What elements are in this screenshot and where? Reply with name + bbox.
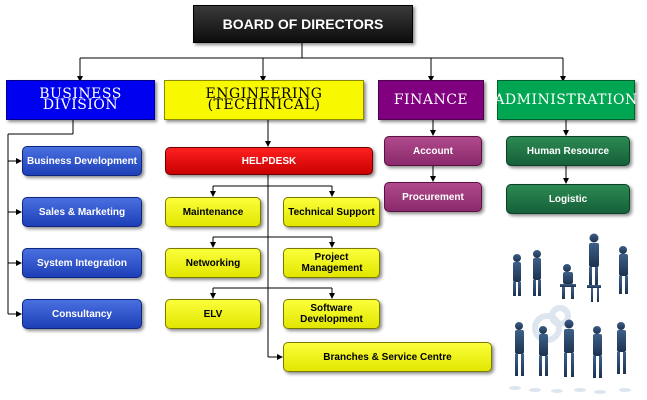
helpdesk-label: HELPDESK [241,155,297,167]
branches-service-centre-node: Branches & Service Centre [283,342,492,372]
maintenance-node: Maintenance [165,197,261,227]
account-node: Account [384,136,482,166]
elv-node: ELV [165,299,261,329]
networking-label: Networking [185,257,241,269]
system-integration-label: System Integration [36,257,128,269]
human-resource-node: Human Resource [506,136,630,166]
project-management-node: Project Management [283,248,380,278]
software-development-label: Software Development [300,303,363,325]
sales-marketing-label: Sales & Marketing [38,206,126,218]
procurement-node: Procurement [384,182,482,212]
human-resource-label: Human Resource [526,145,610,157]
project-management-label: Project Management [301,252,363,274]
logistic-label: Logistic [548,193,588,205]
consultancy-node: Consultancy [22,299,142,329]
business-division-label: BUSINESS DIVISION [39,86,122,113]
administration-division-label: ADMINISTRATION [494,91,638,108]
finance-division-label: FINANCE [393,91,469,108]
logistic-node: Logistic [506,184,630,214]
business-division-header: BUSINESS DIVISION [6,80,155,120]
networking-node: Networking [165,248,261,278]
board-of-directors-label: BOARD OF DIRECTORS [222,15,384,32]
elv-label: ELV [203,308,223,320]
technical-support-node: Technical Support [283,197,380,227]
software-development-node: Software Development [283,299,380,329]
engineering-division-header: ENGINEERING (TECHINICAL) [164,80,364,120]
branches-service-centre-label: Branches & Service Centre [323,351,452,363]
engineering-division-label: ENGINEERING (TECHINICAL) [205,86,323,113]
maintenance-label: Maintenance [182,206,244,218]
procurement-label: Procurement [402,191,464,203]
system-integration-node: System Integration [22,248,142,278]
account-label: Account [413,145,453,157]
technical-support-label: Technical Support [288,206,375,218]
business-development-node: Business Development [22,146,142,176]
helpdesk-node: HELPDESK [165,147,373,175]
finance-division-header: FINANCE [378,80,484,120]
sales-marketing-node: Sales & Marketing [22,197,142,227]
business-development-label: Business Development [26,155,138,167]
board-of-directors-box: BOARD OF DIRECTORS [193,5,413,43]
business-people-illustration [509,233,631,394]
administration-division-header: ADMINISTRATION [494,80,638,120]
consultancy-label: Consultancy [51,308,112,320]
